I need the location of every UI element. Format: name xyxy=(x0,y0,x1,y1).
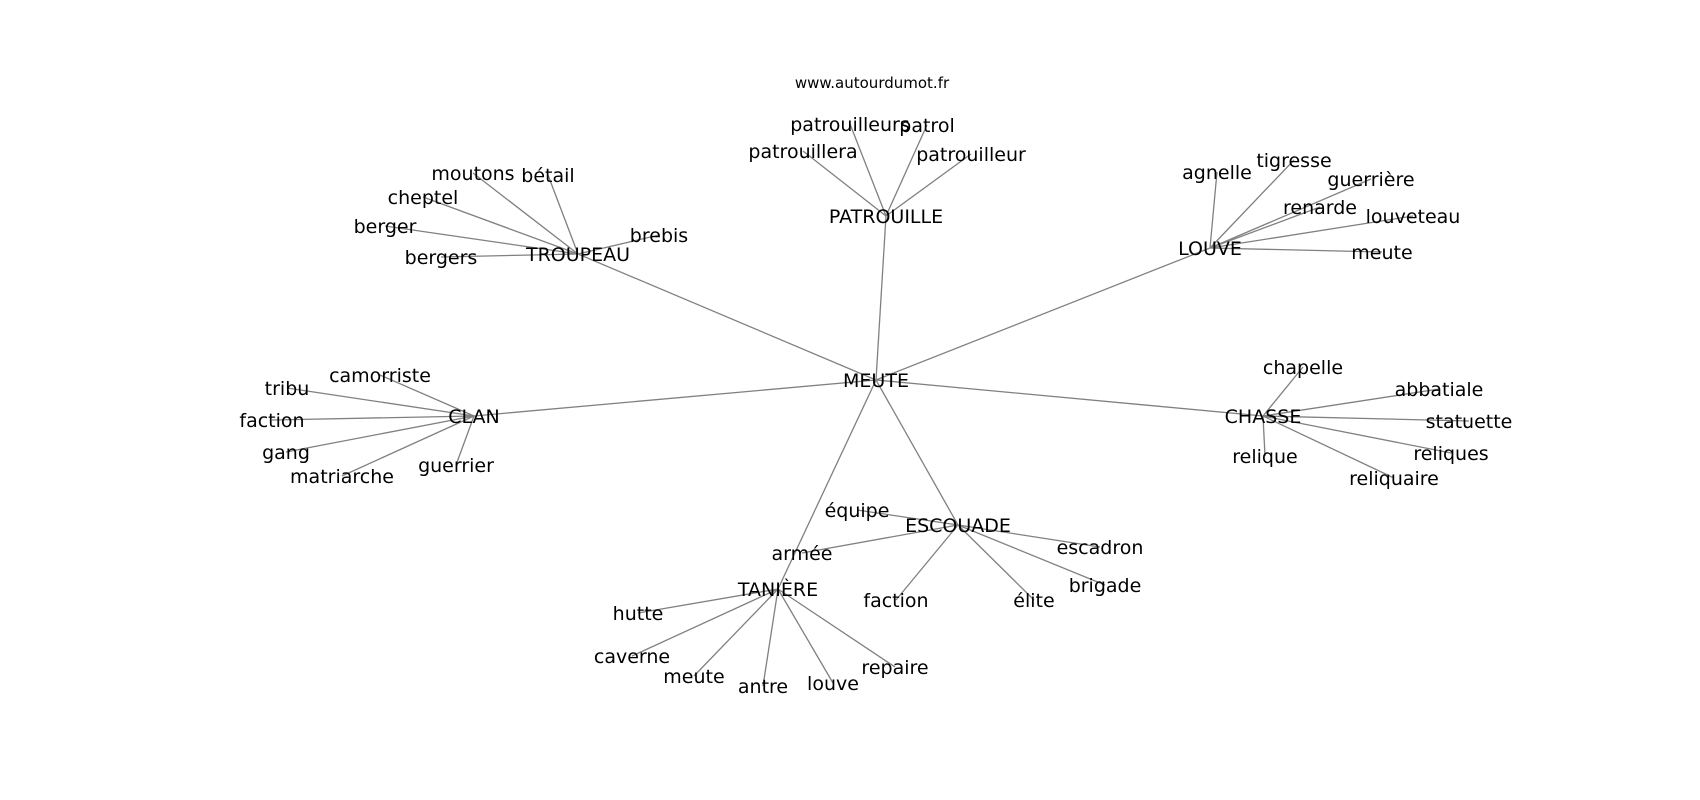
edge-escouade-child xyxy=(801,524,959,554)
edge-louve-child xyxy=(1209,206,1321,249)
edge-louve-child xyxy=(1209,215,1414,249)
edge-clan-child xyxy=(379,374,475,417)
edge-root-louve xyxy=(875,247,1211,381)
edge-taniere-child xyxy=(693,588,779,677)
edge-escouade-child xyxy=(957,524,1101,548)
leaf-node[interactable]: reliquaire xyxy=(1349,468,1439,490)
leaf-node[interactable]: patrouilleur xyxy=(916,144,1026,166)
edge-taniere-child xyxy=(762,588,779,687)
edge-chasse-child xyxy=(1262,388,1440,417)
edge-escouade-child xyxy=(895,524,959,601)
edge-root-chasse xyxy=(875,379,1264,417)
edge-troupeau-child xyxy=(422,196,579,255)
cluster-node-clan[interactable]: CLAN xyxy=(448,406,500,428)
leaf-node[interactable]: faction xyxy=(239,410,304,432)
leaf-node[interactable]: gang xyxy=(262,442,310,464)
edge-clan-child xyxy=(455,415,475,466)
leaf-node[interactable]: repaire xyxy=(861,657,928,679)
leaf-node[interactable]: abbatiale xyxy=(1395,379,1484,401)
edge-root-troupeau xyxy=(577,253,877,381)
edge-clan-child xyxy=(341,415,475,477)
edge-chasse-child xyxy=(1262,415,1266,457)
edge-patrouille-child xyxy=(885,153,972,217)
edge-troupeau-child xyxy=(577,234,660,255)
edge-taniere-child xyxy=(631,588,779,657)
leaf-node[interactable]: renarde xyxy=(1283,197,1357,219)
leaf-node[interactable]: chapelle xyxy=(1263,357,1343,379)
leaf-node[interactable]: louveteau xyxy=(1366,206,1461,228)
cluster-node-taniere[interactable]: TANIÈRE xyxy=(737,578,818,601)
leaf-node[interactable]: armée xyxy=(771,543,832,565)
edge-patrouille-child xyxy=(802,150,887,217)
leaf-node[interactable]: hutte xyxy=(613,603,664,625)
edge-taniere-child xyxy=(637,588,779,614)
leaf-node[interactable]: louve xyxy=(807,673,859,695)
leaf-node[interactable]: équipe xyxy=(825,500,890,522)
leaf-node[interactable]: bergers xyxy=(405,247,478,269)
site-credit: www.autourdumot.fr xyxy=(795,74,950,92)
edge-louve-child xyxy=(1209,159,1295,249)
edge-root-clan xyxy=(473,379,877,417)
edge-escouade-child xyxy=(957,524,1106,586)
edge-troupeau-child xyxy=(472,172,579,255)
leaf-node[interactable]: statuette xyxy=(1426,411,1513,433)
leaf-node[interactable]: patrol xyxy=(899,115,954,137)
leaf-node[interactable]: meute xyxy=(1351,242,1412,264)
root-node[interactable]: MEUTE xyxy=(843,370,909,392)
cluster-node-escouade[interactable]: ESCOUADE xyxy=(905,515,1011,537)
edge-root-patrouille xyxy=(875,215,887,381)
leaf-node[interactable]: patrouilleurs xyxy=(790,114,910,136)
cluster-node-louve[interactable]: LOUVE xyxy=(1178,238,1242,260)
graph-nodes: MEUTE TROUPEAU moutons bétail cheptel berger b… xyxy=(239,114,1512,698)
edge-louve-child xyxy=(1209,171,1218,249)
edge-clan-child xyxy=(285,415,475,453)
edge-troupeau-child xyxy=(547,174,579,255)
leaf-node[interactable]: agnelle xyxy=(1182,162,1252,184)
edge-clan-child xyxy=(286,387,475,417)
leaf-node[interactable]: reliques xyxy=(1413,443,1488,465)
leaf-node[interactable]: brebis xyxy=(630,225,688,247)
cluster-node-troupeau[interactable]: TROUPEAU xyxy=(525,244,630,266)
edge-escouade-child xyxy=(957,524,1035,601)
leaf-node[interactable]: élite xyxy=(1013,590,1054,612)
edge-root-taniere xyxy=(777,379,877,590)
leaf-node[interactable]: camorriste xyxy=(329,365,431,387)
leaf-node[interactable]: meute xyxy=(663,666,724,688)
leaf-node[interactable]: tigresse xyxy=(1256,150,1331,172)
edge-chasse-child xyxy=(1262,415,1452,454)
leaf-node[interactable]: patrouillera xyxy=(748,141,857,163)
edge-patrouille-child xyxy=(849,123,887,217)
leaf-node[interactable]: relique xyxy=(1232,446,1297,468)
edge-troupeau-child xyxy=(440,253,579,258)
leaf-node[interactable]: tribu xyxy=(265,378,310,400)
leaf-node[interactable]: faction xyxy=(863,590,928,612)
edge-troupeau-child xyxy=(384,225,579,255)
edge-clan-child xyxy=(271,415,475,421)
cluster-node-patrouille[interactable]: PATROUILLE xyxy=(829,206,943,228)
leaf-node[interactable]: matriarche xyxy=(290,466,394,488)
leaf-node[interactable]: brigade xyxy=(1069,575,1142,597)
leaf-node[interactable]: cheptel xyxy=(388,187,459,209)
edge-chasse-child xyxy=(1262,415,1395,479)
edge-root-escouade xyxy=(875,379,959,526)
edge-patrouille-child xyxy=(885,124,928,217)
leaf-node[interactable]: guerrière xyxy=(1327,169,1414,191)
cluster-node-chasse[interactable]: CHASSE xyxy=(1225,406,1302,428)
leaf-node[interactable]: antre xyxy=(738,676,788,698)
leaf-node[interactable]: berger xyxy=(354,216,417,238)
edge-escouade-child xyxy=(856,509,959,526)
leaf-node[interactable]: moutons xyxy=(431,163,514,185)
leaf-node[interactable]: escadron xyxy=(1057,537,1144,559)
edge-taniere-child xyxy=(777,588,896,668)
edge-louve-child xyxy=(1209,247,1383,253)
edge-taniere-child xyxy=(777,588,834,684)
edge-louve-child xyxy=(1209,178,1372,249)
edge-chasse-child xyxy=(1262,366,1304,417)
leaf-node[interactable]: caverne xyxy=(594,646,670,668)
edge-chasse-child xyxy=(1262,415,1470,422)
leaf-node[interactable]: guerrier xyxy=(418,455,494,477)
leaf-node[interactable]: bétail xyxy=(521,165,574,187)
graph-edges xyxy=(271,123,1470,687)
